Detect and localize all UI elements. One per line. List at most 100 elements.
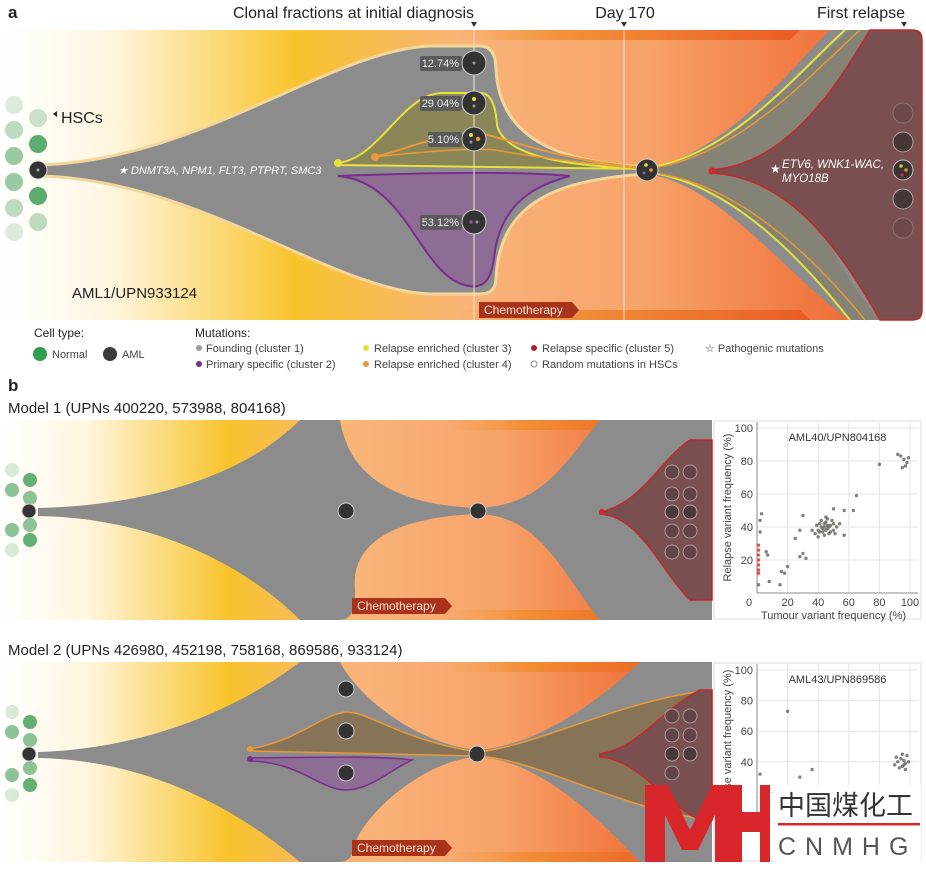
primary-specific-dot-icon (196, 361, 202, 367)
data-point (900, 465, 905, 470)
timepoint-day-170: Day 170 (595, 5, 655, 22)
legend-cell-type-title: Cell type: (34, 326, 84, 340)
data-point (756, 568, 761, 572)
data-point (877, 462, 882, 466)
timepoint-first-relapse: First relapse (817, 5, 905, 22)
data-point (893, 763, 897, 767)
data-point (756, 563, 761, 567)
chemotherapy-label: Chemotherapy (484, 303, 563, 317)
chemotherapy-label: Chemotherapy (357, 841, 436, 855)
data-point (896, 452, 900, 457)
data-point (756, 571, 761, 575)
y-axis-label: Relapse variant frequency (%) (722, 434, 734, 582)
founding-dot-icon (196, 345, 202, 351)
cluster-5-origin-dot (708, 167, 716, 175)
hscs-label: HSCs (61, 110, 103, 127)
data-point (814, 523, 819, 528)
data-point (758, 518, 762, 523)
x-tick-label: 0 (746, 597, 752, 609)
data-point (831, 522, 836, 526)
legend-cluster-3: Relapse enriched (cluster 3) (374, 343, 512, 355)
data-point (824, 520, 828, 524)
data-point (801, 513, 805, 518)
y-tick-label: 100 (735, 423, 753, 435)
legend-founding: Founding (cluster 1) (206, 343, 304, 355)
data-point (894, 755, 898, 759)
y-tick-label: 100 (735, 665, 753, 677)
data-point (825, 523, 830, 528)
data-point (818, 522, 822, 526)
panel-b-label: b (8, 376, 18, 395)
day-170-node (635, 158, 659, 182)
fraction-label: 5.10% (428, 134, 459, 146)
clone-node (461, 209, 487, 235)
aml-cell-icon (103, 347, 117, 361)
data-point (759, 512, 764, 516)
hscs-pointer-icon (53, 111, 57, 117)
data-point (813, 531, 817, 536)
data-point (822, 533, 827, 537)
legend-primary-specific: Primary specific (cluster 2) (206, 359, 336, 371)
data-point (785, 709, 790, 714)
data-point (798, 555, 802, 559)
data-point (828, 530, 833, 534)
cluster-3-relapse-lower (644, 171, 851, 321)
chart-title: AML43/UPN869586 (789, 674, 887, 686)
cluster-4-origin-dot (371, 153, 379, 161)
data-point (831, 507, 836, 511)
data-point (842, 533, 846, 537)
data-point (837, 522, 842, 526)
x-tick-label: 40 (812, 597, 824, 609)
clone-fraction-12: 12.74% (420, 50, 487, 76)
normal-cell-icon (33, 347, 47, 361)
data-point (767, 579, 771, 584)
relapse-mutations-line2: MYO18B (782, 173, 829, 185)
data-point (810, 528, 814, 532)
data-point (899, 454, 903, 458)
model-2-diagram: Chemotherapy (0, 662, 713, 862)
watermark-logo: 中国煤化工 CNMHG (645, 785, 921, 863)
data-point (830, 518, 834, 523)
data-point (842, 508, 846, 513)
x-tick-label: 100 (901, 597, 919, 609)
data-point (906, 456, 911, 460)
data-point (834, 525, 839, 529)
cluster-4-relapse-upper (644, 29, 861, 170)
legend-normal: Normal (52, 349, 87, 361)
cluster-5-dot-icon (531, 345, 537, 351)
fraction-label: 53.12% (422, 217, 460, 229)
data-point (764, 550, 768, 554)
clone-fraction-5: 5.10% (428, 126, 487, 152)
x-tick-label: 80 (873, 597, 885, 609)
y-tick-label: 20 (741, 555, 753, 567)
legend-aml: AML (122, 349, 145, 361)
data-point (766, 553, 770, 557)
founding-mutations-label: ★ DNMT3A, NPM1, FLT3, PTPRT, SMC3 (118, 165, 322, 177)
relapse-star-icon: ★ (770, 162, 781, 176)
clone-node (461, 126, 487, 152)
model-1-chemotherapy-tag: Chemotherapy (352, 598, 452, 614)
hsc-cells (5, 96, 47, 241)
patient-label: AML1/UPN933124 (72, 285, 197, 302)
y-tick-label: 60 (741, 726, 753, 738)
cluster-4-dot-icon (363, 361, 369, 367)
data-point (758, 772, 762, 776)
relapse-mutations-line1: ETV6, WNK1-WAC, (782, 159, 884, 171)
relapse-enriched-cluster-4-line-lower (374, 148, 646, 170)
data-point (798, 775, 802, 779)
data-point (819, 518, 823, 523)
chart-title: AML40/UPN804168 (789, 432, 887, 444)
cell-dot (36, 168, 40, 172)
data-point (758, 530, 762, 534)
data-point (902, 763, 906, 767)
data-point (851, 508, 856, 513)
data-point (831, 528, 836, 532)
data-point (756, 543, 761, 547)
y-tick-label: 40 (741, 757, 753, 769)
data-point (905, 753, 909, 758)
data-point (903, 464, 908, 468)
y-axis-label: Relapse variant frequency (%) (722, 670, 734, 818)
timepoint-marker-icons (471, 22, 907, 27)
data-point (798, 528, 802, 532)
